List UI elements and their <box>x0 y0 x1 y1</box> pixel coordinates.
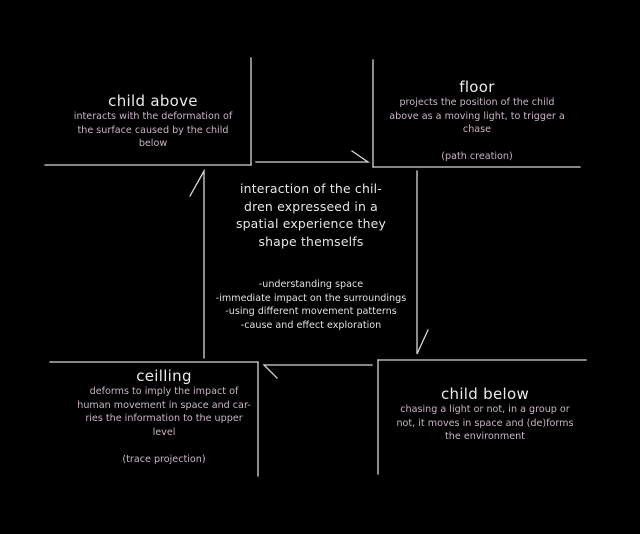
ceiling-line: deforms to imply the impact of <box>89 386 239 397</box>
floor-title: floor <box>459 78 495 96</box>
center-title-line: shape themselfs <box>258 233 364 249</box>
ceiling-block: ceilling deforms to imply the impact of … <box>56 367 272 467</box>
ceiling-line: human movement in space and car- <box>77 399 251 411</box>
child-above-line: the surface caused by the child <box>77 124 229 136</box>
arrow-bottom-left <box>262 364 373 379</box>
floor-line: above as a moving light, to trigger a <box>389 110 565 122</box>
ceiling-line: level <box>152 426 176 438</box>
floor-note: (path creation) <box>441 151 513 163</box>
center-point: -cause and effect exploration <box>240 319 382 331</box>
child-above-block: child above interacts with the deformati… <box>45 92 261 151</box>
ceiling-note: (trace projection) <box>122 453 206 465</box>
center-point: -using different movement patterns <box>225 306 397 318</box>
child-below-line: the environment <box>445 431 525 443</box>
child-above-line: interacts with the deformation of <box>73 111 233 122</box>
arrow-right-down <box>416 170 429 355</box>
floor-block: floor projects the position of the child… <box>370 78 584 164</box>
child-below-line: chasing a light or not, in a group or <box>400 404 570 415</box>
center-title-line: spatial experience they <box>235 216 387 231</box>
center-point: -understanding space <box>258 279 364 290</box>
floor-line: projects the position of the child <box>399 97 555 108</box>
center-points: -understanding space -immediate impact o… <box>205 278 417 332</box>
center-point: -immediate impact on the surroundings <box>215 292 407 304</box>
child-below-title: child below <box>440 385 530 403</box>
child-above-line: below <box>138 138 168 150</box>
floor-line: chase <box>462 124 492 136</box>
center-title-line: interaction of the chil- <box>240 181 382 196</box>
center-block: interaction of the chil- dren expresseed… <box>205 180 417 332</box>
center-title-line: dren expresseed in a <box>244 198 378 214</box>
ceiling-title: ceilling <box>136 367 192 385</box>
ceiling-line: ries the information to the upper <box>85 413 243 425</box>
ceiling-description: deforms to imply the impact of human mov… <box>56 385 272 467</box>
child-below-line: not, it moves in space and (de)forms <box>396 417 574 429</box>
child-below-block: child below chasing a light or not, in a… <box>372 385 598 444</box>
child-above-description: interacts with the deformation of the su… <box>45 110 261 151</box>
arrow-top-right <box>255 150 371 163</box>
child-above-title: child above <box>108 92 198 110</box>
floor-description: projects the position of the child above… <box>370 96 584 164</box>
arrow-left-up <box>189 168 205 359</box>
center-title: interaction of the chil- dren expresseed… <box>205 180 417 250</box>
child-below-description: chasing a light or not, in a group or no… <box>372 403 598 444</box>
